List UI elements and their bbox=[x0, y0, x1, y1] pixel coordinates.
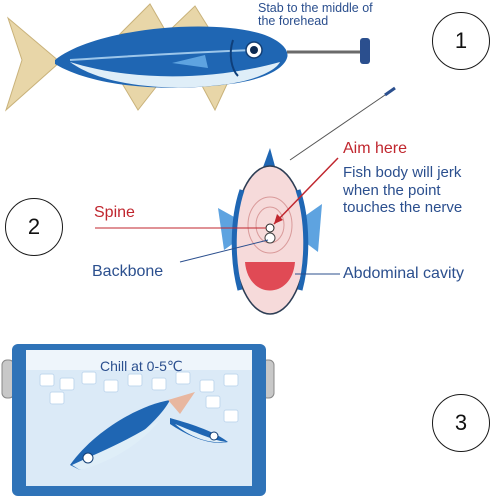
fish-pupil bbox=[250, 46, 258, 54]
step-number-2: 2 bbox=[5, 198, 63, 256]
cooler-fish-1 bbox=[70, 400, 170, 470]
step-number-1: 1 bbox=[432, 12, 490, 70]
fish-dorsal-fin-2 bbox=[168, 5, 211, 31]
cooler-fish-2-eye bbox=[209, 431, 219, 441]
step1-caption: Stab to the middle of the forehead bbox=[258, 1, 373, 29]
aim-note: Fish body will jerk when the point touch… bbox=[343, 164, 463, 217]
cooler-fish-1-eye bbox=[82, 452, 94, 464]
fish-tail bbox=[4, 16, 61, 112]
spike-handle bbox=[360, 38, 370, 64]
ice-cube bbox=[49, 391, 65, 405]
ice-cube bbox=[81, 371, 97, 385]
abdominal-cavity bbox=[245, 262, 295, 291]
aim-arrowhead bbox=[274, 214, 283, 224]
fish-step1 bbox=[4, 3, 370, 112]
fish-gill bbox=[229, 39, 239, 77]
ice-cube bbox=[151, 377, 167, 391]
section-top-fin bbox=[262, 148, 276, 170]
chill-label: Chill at 0-5℃ bbox=[100, 358, 183, 374]
ice-cube bbox=[223, 409, 239, 423]
fish-in-cooler bbox=[70, 392, 228, 470]
ice-cube bbox=[205, 395, 221, 409]
section-skin-left bbox=[231, 189, 245, 291]
abdominal-label: Abdominal cavity bbox=[343, 265, 464, 282]
cooler-fish-2-belly bbox=[175, 424, 226, 443]
spike-rod bbox=[384, 86, 396, 97]
backbone-label: Backbone bbox=[92, 263, 164, 280]
section-muscle-ring bbox=[247, 196, 293, 254]
fish-lateral-line bbox=[69, 49, 256, 61]
ice-cube bbox=[175, 371, 191, 385]
ice-cube bbox=[103, 379, 119, 393]
fish-pectoral-fin bbox=[172, 55, 208, 68]
ice-cube bbox=[199, 379, 215, 393]
ice-cubes bbox=[39, 371, 239, 423]
spine-nerve bbox=[265, 223, 275, 233]
cooler bbox=[1, 344, 275, 496]
spine-label: Spine bbox=[94, 204, 135, 221]
backbone bbox=[264, 232, 276, 244]
aim-arrow bbox=[273, 157, 339, 225]
section-skin-right bbox=[295, 189, 309, 291]
cooler-fish-1-belly bbox=[72, 420, 160, 470]
ice-cube bbox=[39, 373, 55, 387]
ice-cube bbox=[223, 373, 239, 387]
cooler-fish-1-tail bbox=[168, 392, 195, 414]
backbone-leader bbox=[179, 239, 269, 263]
aim-label: Aim here bbox=[343, 140, 408, 157]
step-number-3: 3 bbox=[432, 394, 490, 452]
ice-cube bbox=[59, 377, 75, 391]
spike-to-section bbox=[289, 94, 386, 161]
fish-cross-section bbox=[218, 148, 322, 315]
ice-cube bbox=[127, 373, 143, 387]
fish-belly bbox=[70, 62, 280, 88]
